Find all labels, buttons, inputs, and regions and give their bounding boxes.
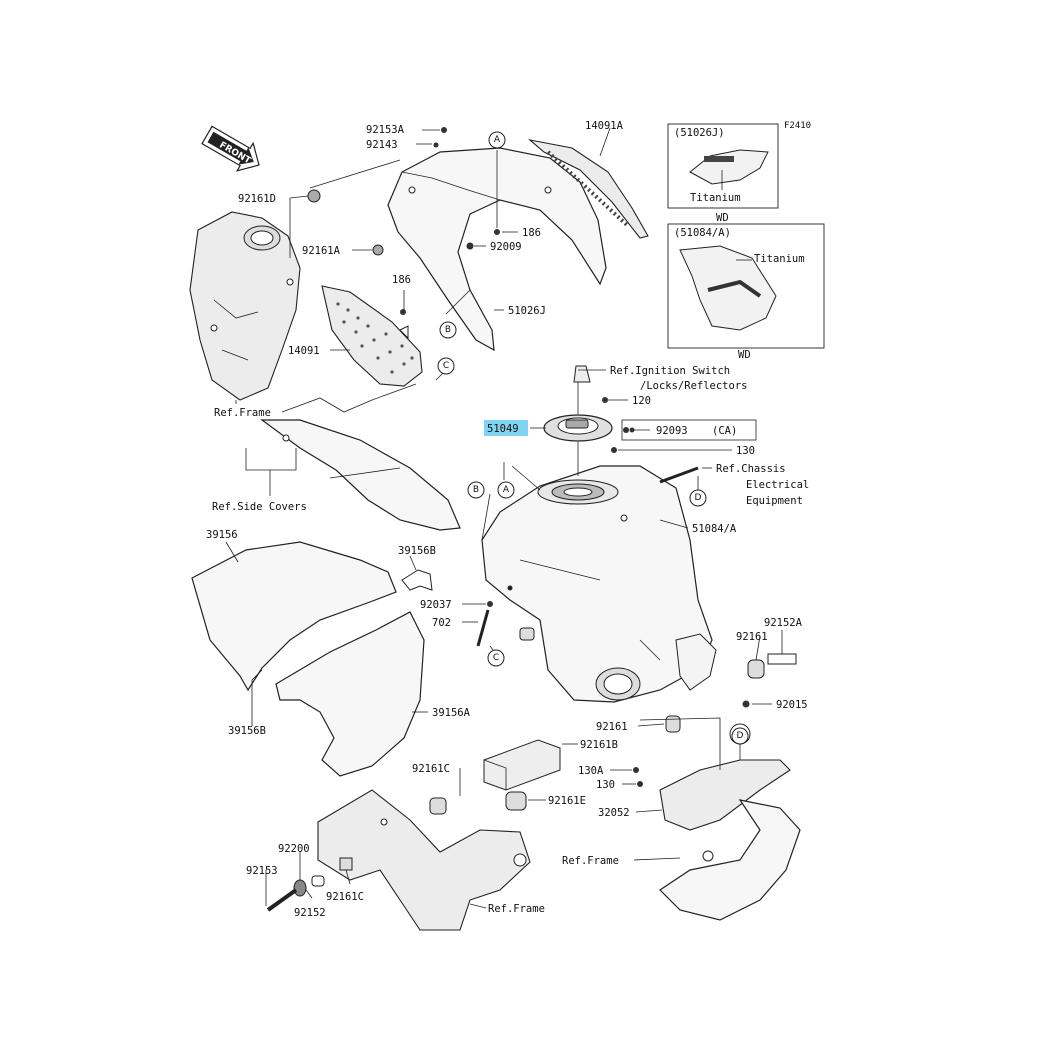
label-92015: 92015: [776, 699, 808, 711]
damper-92161C: [429, 797, 447, 815]
fuel-cap: [543, 365, 613, 442]
label-51084A: 51084/A: [692, 523, 737, 535]
damper-92161E: [505, 791, 527, 811]
label-ca: (CA): [712, 425, 737, 437]
front-direction-arrow: FRONT: [201, 125, 260, 172]
rear-frame-bracket: [659, 723, 801, 921]
svg-text:B: B: [445, 325, 451, 335]
circle-ref-C-lower: C: [487, 649, 505, 667]
svg-text:D: D: [695, 493, 702, 503]
label-ref-frame-top: Ref.Frame: [214, 407, 271, 419]
label-92161E: 92161E: [548, 795, 586, 807]
bracket-39156B: [401, 569, 433, 591]
label-130-bottom: 130: [596, 779, 615, 791]
svg-text:(51026J): (51026J): [674, 127, 725, 139]
label-ref-chassis-3: Equipment: [746, 495, 803, 507]
front-frame-section: [317, 789, 531, 931]
label-92153: 92153: [246, 865, 278, 877]
svg-text:A: A: [494, 135, 501, 145]
svg-text:C: C: [493, 653, 499, 663]
label-92161C-top: 92161C: [412, 763, 450, 775]
label-92009: 92009: [490, 241, 522, 253]
side-panel-39156A: [275, 611, 425, 777]
label-39156: 39156: [206, 529, 238, 541]
svg-text:WD: WD: [738, 349, 751, 361]
leader-lines: [225, 127, 783, 909]
inset-51084A-titanium: (51084/A) Titanium WD: [667, 223, 825, 361]
label-92161C-bottom: 92161C: [326, 891, 364, 903]
circle-ref-B-lower: B: [467, 481, 485, 499]
label-39156B-bottom: 39156B: [228, 725, 266, 737]
frame-air-duct: [189, 211, 301, 401]
label-ref-chassis-1: Ref.Chassis: [716, 463, 786, 475]
rod-702: [476, 609, 490, 647]
label-14091: 14091: [288, 345, 320, 357]
label-92152: 92152: [294, 907, 326, 919]
label-92161-center: 92161: [596, 721, 628, 733]
tank-mount-bracket: [665, 633, 717, 733]
svg-text:WD: WD: [716, 212, 729, 224]
label-92200: 92200: [278, 843, 310, 855]
label-186-top: 186: [522, 227, 541, 239]
svg-text:(51084/A): (51084/A): [674, 227, 731, 239]
svg-text:Titanium: Titanium: [754, 253, 805, 265]
label-39156A: 39156A: [432, 707, 471, 719]
label-ref-frame-bottom: Ref.Frame: [488, 903, 545, 915]
circle-ref-C-upper: C: [437, 357, 455, 375]
svg-text:C: C: [443, 361, 449, 371]
label-92161B: 92161B: [580, 739, 618, 751]
label-92161D: 92161D: [238, 193, 276, 205]
label-ref-frame-right: Ref.Frame: [562, 855, 619, 867]
label-130A: 130A: [578, 765, 604, 777]
circle-ref-B-upper: B: [439, 321, 457, 339]
fuel-tank: [481, 465, 713, 703]
svg-text:Titanium: Titanium: [690, 192, 741, 204]
wiring-clamp: [659, 466, 699, 484]
label-92093: 92093: [656, 425, 688, 437]
circle-ref-A-lower: A: [497, 481, 515, 499]
label-92161-right: 92161: [736, 631, 768, 643]
label-92152A: 92152A: [764, 617, 803, 629]
rubber-block-92161B: [483, 739, 561, 791]
bushing-92161: [519, 627, 535, 641]
label-ref-ignition-1: Ref.Ignition Switch: [610, 365, 730, 377]
svg-text:B: B: [473, 485, 479, 495]
mesh-grill-lower: [321, 285, 423, 387]
figure-code: F2410: [784, 121, 811, 131]
label-702: 702: [432, 617, 451, 629]
label-14091A: 14091A: [585, 120, 624, 132]
label-92161A: 92161A: [302, 245, 341, 257]
label-92037: 92037: [420, 599, 452, 611]
circle-ref-D-lower: D: [731, 727, 749, 745]
damper-92161-and-pin: [747, 653, 797, 679]
label-ref-chassis-2: Electrical: [746, 479, 809, 491]
svg-text:A: A: [503, 485, 510, 495]
svg-text:51049: 51049: [487, 423, 519, 435]
circle-ref-D-upper: D: [689, 489, 707, 507]
upper-fairing-cover: [387, 147, 607, 352]
label-ref-ignition-2: /Locks/Reflectors: [640, 380, 747, 392]
label-130-top: 130: [736, 445, 755, 457]
label-92153A: 92153A: [366, 124, 405, 136]
label-92143: 92143: [366, 139, 398, 151]
label-ref-side-covers: Ref.Side Covers: [212, 501, 307, 513]
part-labels: 92153A 92143 92161D 92161A 186 186 92009…: [206, 120, 809, 919]
side-panel-39156: [191, 541, 397, 692]
mesh-grill-upper: [528, 139, 649, 239]
label-186-mid: 186: [392, 274, 411, 286]
inset-51026J-titanium: (51026J) Titanium WD: [667, 123, 779, 224]
label-39156B-top: 39156B: [398, 545, 436, 557]
label-120: 120: [632, 395, 651, 407]
side-cover-panel: [260, 419, 461, 531]
fastener-stack: [266, 857, 353, 912]
label-box-92093: [621, 419, 757, 441]
label-32052: 32052: [598, 807, 630, 819]
svg-text:D: D: [737, 731, 744, 741]
label-51049-highlighted: 51049: [484, 420, 528, 436]
small-fasteners: [307, 127, 750, 787]
label-51026J: 51026J: [508, 305, 546, 317]
circle-ref-A-top: A: [488, 131, 506, 149]
